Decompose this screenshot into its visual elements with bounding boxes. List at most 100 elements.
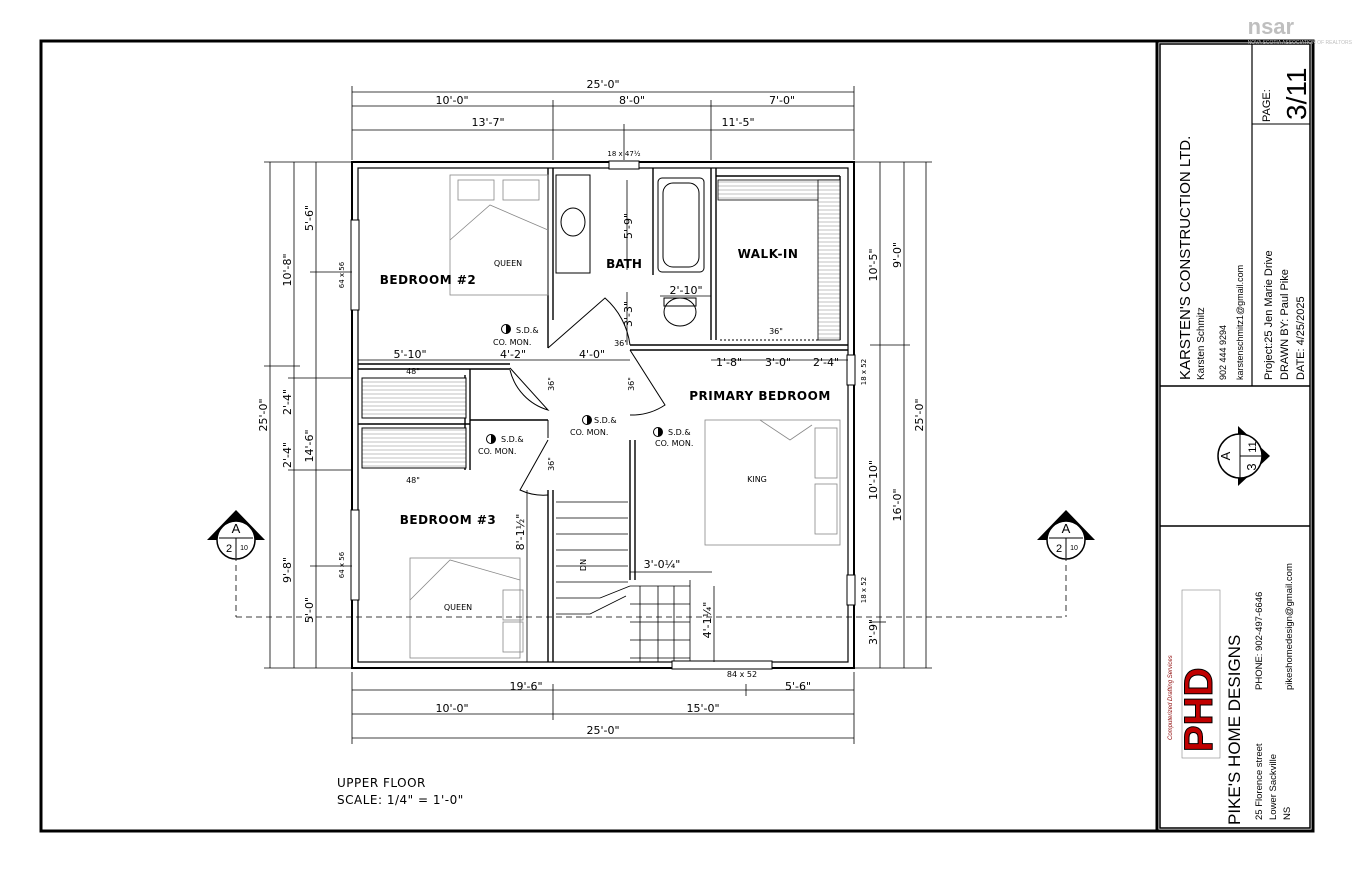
windows (350, 160, 856, 670)
smoke-co-detector: S.D.& CO. MON. (493, 324, 539, 347)
designer-name: PIKE'S HOME DESIGNS (1225, 635, 1244, 825)
contact-name: Karsten Schmitz (1196, 307, 1207, 380)
smoke-co-detector: S.D.& CO. MON. (653, 427, 693, 448)
smoke-co-detector: S.D.& CO. MON. (570, 415, 617, 437)
dim-left-b1: 5'-6" (303, 205, 316, 231)
dim-left-a1: 10'-8" (281, 253, 294, 286)
svg-text:S.D.&: S.D.& (668, 428, 691, 437)
section-marker-left: A 2 10 (207, 510, 265, 560)
bed-bedroom3 (409, 557, 524, 659)
svg-text:3: 3 (1244, 463, 1259, 470)
designer-address1: 25 Florence street (1254, 743, 1265, 820)
dim-bottom-overall: 25'-0" (586, 724, 619, 737)
bed-bedroom2 (449, 174, 549, 296)
dim-w3: 2'-4" (813, 356, 839, 369)
dim-left-b2: 2'-4" (281, 389, 294, 415)
window-bottom-label: 84 x 52 (727, 670, 757, 679)
door-label-primary: 36" (627, 377, 636, 391)
dim-left-b5: 5'-0" (303, 597, 316, 623)
drawn-by: DRAWN BY: Paul Pike (1279, 269, 1291, 380)
dim-stair-w: 3'-0¼" (644, 558, 681, 571)
svg-text:CO. MON.: CO. MON. (655, 439, 693, 448)
closet-label-1: 48" (406, 367, 420, 376)
dim-left-b3: 14'-6" (303, 429, 316, 462)
window-right2-label: 18 x 52 (860, 577, 868, 603)
svg-text:S.D.&: S.D.& (594, 416, 617, 425)
bed-label-king: KING (747, 475, 767, 484)
nsar-logo: nsar (1247, 14, 1295, 39)
svg-text:S.D.&: S.D.& (501, 435, 524, 444)
window-left1-label: 64 x 56 (338, 261, 346, 288)
door-swings (509, 297, 818, 496)
dim-top-d5: 11'-5" (721, 116, 754, 129)
nsar-watermark: nsar NOVA SCOTIA ASSOCIATION OF REALTORS (1248, 14, 1352, 46)
dim-hall2: 4'-0" (579, 348, 605, 361)
dim-right-a1: 9'-0" (891, 242, 904, 268)
dim-bottom-d2: 5'-6" (785, 680, 811, 693)
svg-text:A: A (1218, 451, 1233, 460)
dim-bottom-d1: 19'-6" (509, 680, 542, 693)
dim-stair-h2: 4'-1¼" (701, 602, 714, 639)
svg-text:PHD: PHD (1177, 668, 1221, 752)
dim-right-b2: 10'-10" (867, 460, 880, 500)
window-right1-label: 18 x 52 (860, 359, 868, 385)
room-bedroom3: BEDROOM #3 (400, 513, 496, 527)
bath-fixtures (555, 174, 705, 327)
nsar-tagline: NOVA SCOTIA ASSOCIATION OF REALTORS (1247, 40, 1352, 46)
dim-top-d3: 7'-0" (769, 94, 795, 107)
dim-bath-h: 5'-9" (622, 213, 635, 239)
room-walkin: WALK-IN (738, 247, 799, 261)
section-sheet-left: 2 (226, 543, 232, 555)
phd-logo: PHD Computerized Drafting Services (1168, 589, 1222, 759)
dim-stair-h: 8'-1½" (514, 514, 527, 551)
dim-top-d2: 8'-0" (619, 94, 645, 107)
dim-top-d1: 10'-0" (435, 94, 468, 107)
dim-right-b3: 3'-9" (867, 619, 880, 645)
dim-right-overall: 25'-0" (913, 398, 926, 431)
plan-title: UPPER FLOOR (337, 776, 426, 790)
window-left2-label: 64 x 56 (338, 551, 346, 578)
room-bath: BATH (606, 257, 642, 271)
dim-top-d4: 13'-7" (471, 116, 504, 129)
dim-right-a2: 16'-0" (891, 488, 904, 521)
plan-scale: SCALE: 1/4" = 1'-0" (337, 793, 464, 807)
door-label-bath: 36" (614, 339, 628, 348)
stair-dn-label: DN (579, 559, 588, 571)
section-letter-left: A (232, 521, 241, 536)
window-top-label: 18 x 47½ (607, 150, 640, 158)
company-name: KARSTEN'S CONSTRUCTION LTD. (1177, 136, 1194, 380)
room-bedroom2: BEDROOM #2 (380, 273, 476, 287)
designer-address3: NS (1282, 807, 1293, 820)
title-block (1159, 43, 1311, 829)
designer-email: pikeshomedesign@gmail.com (1284, 563, 1295, 690)
stairs (556, 501, 691, 662)
dim-left-overall: 25'-0" (257, 398, 270, 431)
door-label-bed2: 36" (547, 377, 556, 391)
page-number: 3/11 (1281, 68, 1312, 120)
section-sub-left: 10 (240, 545, 248, 552)
dim-w2: 3'-0" (765, 356, 791, 369)
dim-left-a2: 9'-8" (281, 557, 294, 583)
svg-text:11: 11 (1247, 441, 1259, 452)
svg-text:CO. MON.: CO. MON. (493, 338, 531, 347)
contact-phone: 902 444 9294 (1218, 325, 1228, 380)
svg-text:CO. MON.: CO. MON. (570, 428, 608, 437)
dim-left-b4: 2'-4" (281, 442, 294, 468)
section-marker-right: A 2 10 (1037, 510, 1095, 560)
dimension-lines (264, 86, 932, 744)
sheet-border (39, 39, 1315, 833)
bed-primary (704, 419, 841, 546)
bed-label-queen-2: QUEEN (444, 603, 472, 612)
svg-text:Computerized Drafting Services: Computerized Drafting Services (1168, 655, 1174, 740)
dim-top-overall: 25'-0" (586, 78, 619, 91)
svg-text:CO. MON.: CO. MON. (478, 447, 516, 456)
exterior-walls (351, 161, 855, 669)
dim-bottom-d3: 10'-0" (435, 702, 468, 715)
designer-phone: PHONE: 902-497-6646 (1254, 592, 1265, 690)
contact-email: karstenschmitz1@gmail.com (1235, 265, 1245, 380)
section-sub-right: 10 (1070, 545, 1078, 552)
svg-text:S.D.&: S.D.& (516, 326, 539, 335)
section-sheet-right: 2 (1056, 543, 1062, 555)
dim-w1: 1'-8" (716, 356, 742, 369)
